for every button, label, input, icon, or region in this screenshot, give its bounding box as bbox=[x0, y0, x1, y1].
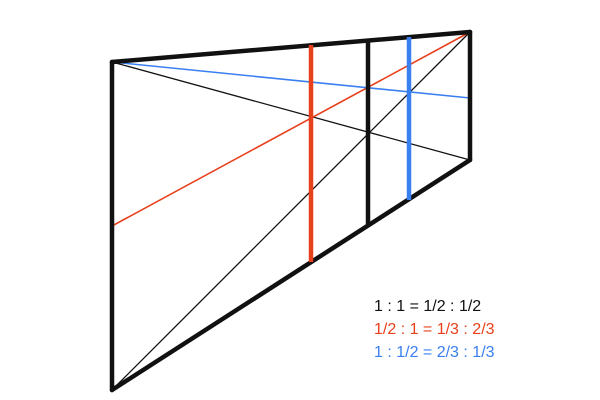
equation-black: 1 : 1 = 1/2 : 1/2 bbox=[374, 298, 481, 315]
diagonal-top-left-to-bottom-right bbox=[111, 61, 471, 161]
equation-blue: 1 : 1/2 = 2/3 : 1/3 bbox=[374, 344, 495, 361]
frame-top-edge bbox=[109, 29, 473, 65]
equation-red: 1/2 : 1 = 1/3 : 2/3 bbox=[374, 321, 495, 338]
blue-guide-line bbox=[111, 61, 471, 99]
equation-legend: 1 : 1 = 1/2 : 1/2 1/2 : 1 = 1/3 : 2/3 1 … bbox=[374, 298, 495, 361]
